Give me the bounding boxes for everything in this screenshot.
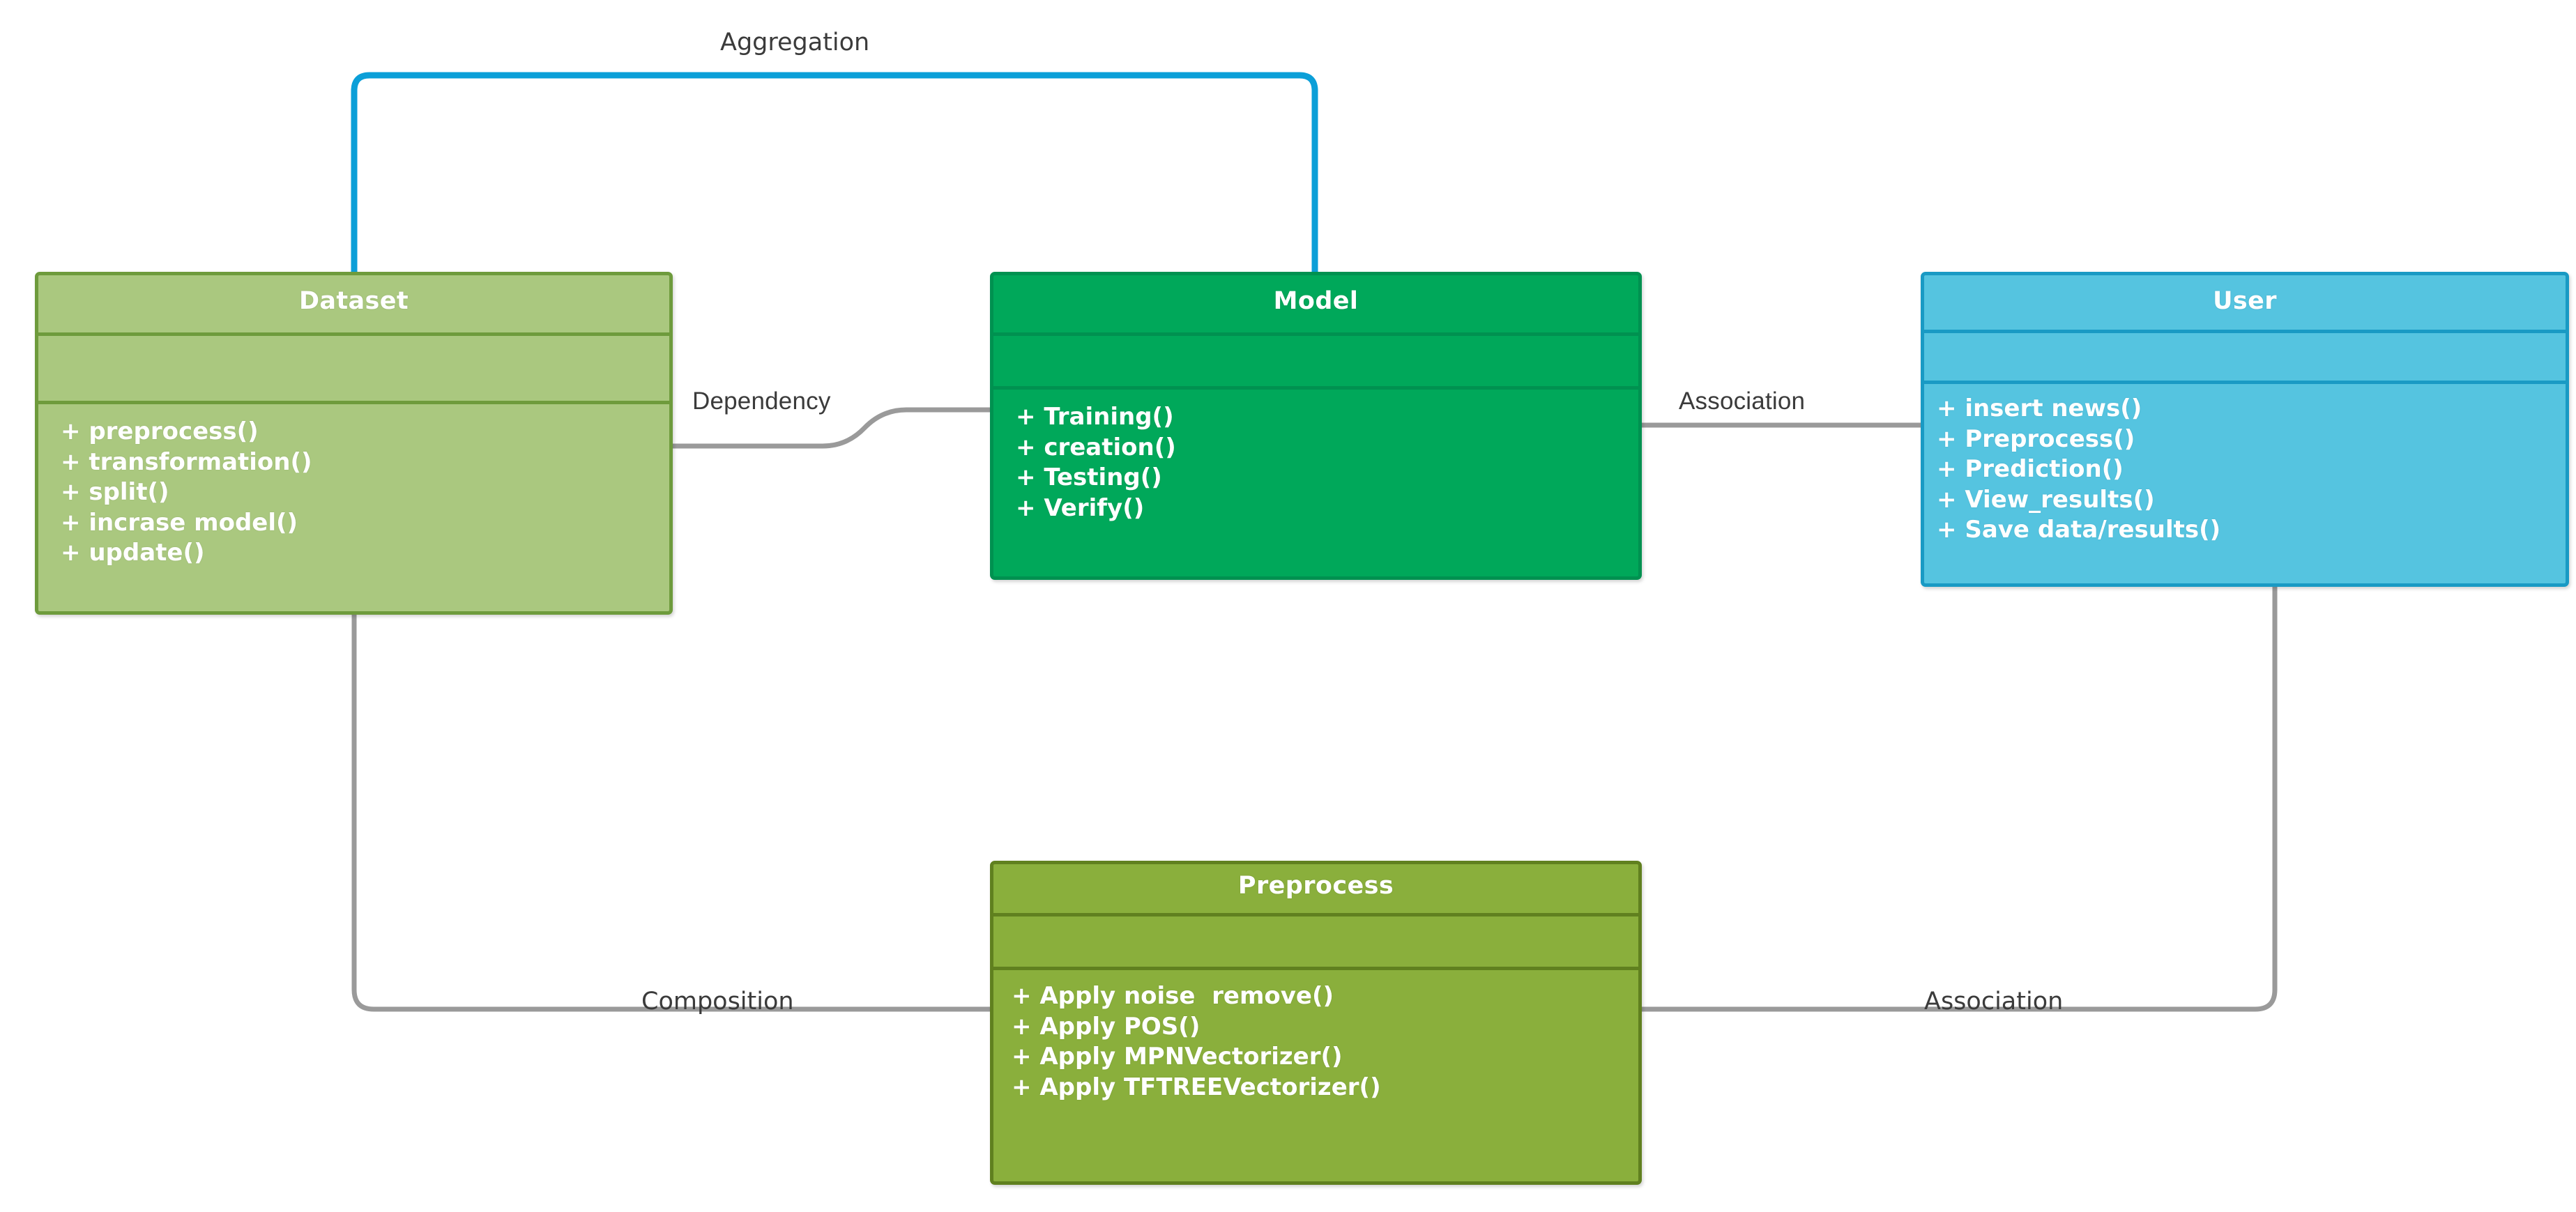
class-title-dataset: Dataset: [298, 287, 409, 315]
class-attributes-dataset: [38, 336, 669, 401]
class-separator: [1924, 330, 2566, 333]
method-item: + preprocess(): [61, 417, 259, 445]
class-attributes-model: [993, 336, 1638, 386]
method-item: + Training(): [1016, 403, 1174, 431]
class-attributes-preprocess: [993, 916, 1638, 967]
association-bottom-label: Association: [1924, 988, 2064, 1015]
class-methods-dataset: + preprocess() + transformation() + spli…: [38, 404, 669, 569]
class-box-dataset[interactable]: Dataset + preprocess() + transformation(…: [35, 272, 673, 615]
dependency-connector[interactable]: [670, 407, 993, 449]
class-separator: [38, 332, 669, 336]
class-box-preprocess[interactable]: Preprocess + Apply noise remove() + Appl…: [990, 861, 1642, 1185]
class-attributes-user: [1924, 333, 2566, 381]
class-separator: [993, 913, 1638, 916]
class-separator: [993, 386, 1638, 390]
method-item: + Preprocess(): [1937, 424, 2135, 453]
class-separator: [993, 332, 1638, 336]
class-methods-user: + insert news() + Preprocess() + Predict…: [1924, 384, 2566, 546]
method-item: + Apply POS(): [1012, 1012, 1201, 1041]
association-top-label: Association: [1679, 388, 1806, 415]
aggregation-connector[interactable]: [351, 72, 1318, 277]
method-item: + Verify(): [1016, 493, 1145, 522]
class-methods-preprocess: + Apply noise remove() + Apply POS() + A…: [993, 970, 1638, 1103]
class-box-user[interactable]: User + insert news() + Preprocess() + Pr…: [1921, 272, 2569, 587]
class-title-model: Model: [1273, 287, 1359, 315]
method-item: + Prediction(): [1937, 455, 2124, 484]
dependency-label: Dependency: [692, 388, 831, 415]
composition-connector[interactable]: [351, 612, 993, 1012]
method-item: + Save data/results(): [1937, 516, 2221, 544]
method-item: + Testing(): [1016, 463, 1162, 492]
method-item: + split(): [61, 478, 169, 507]
method-item: + Apply noise remove(): [1012, 982, 1334, 1010]
method-item: + incrase model(): [61, 508, 298, 537]
method-item: + Apply TFTREEVectorizer(): [1012, 1073, 1381, 1101]
class-separator: [1924, 381, 2566, 384]
method-item: + transformation(): [61, 447, 312, 476]
method-item: + View_results(): [1937, 485, 2155, 514]
method-item: + update(): [61, 539, 205, 567]
method-item: + insert news(): [1937, 394, 2142, 422]
class-methods-model: + Training() + creation() + Testing() + …: [993, 390, 1638, 523]
aggregation-label: Aggregation: [720, 29, 870, 56]
method-item: + creation(): [1016, 433, 1176, 461]
class-separator: [993, 967, 1638, 970]
class-title-user: User: [2213, 287, 2277, 315]
association-bottom-connector[interactable]: [1639, 584, 2278, 1012]
method-item: + Apply MPNVectorizer(): [1012, 1043, 1343, 1071]
class-box-model[interactable]: Model + Training() + creation() + Testin…: [990, 272, 1642, 580]
class-title-preprocess: Preprocess: [1237, 872, 1394, 900]
composition-label: Composition: [641, 988, 794, 1015]
class-separator: [38, 401, 669, 404]
